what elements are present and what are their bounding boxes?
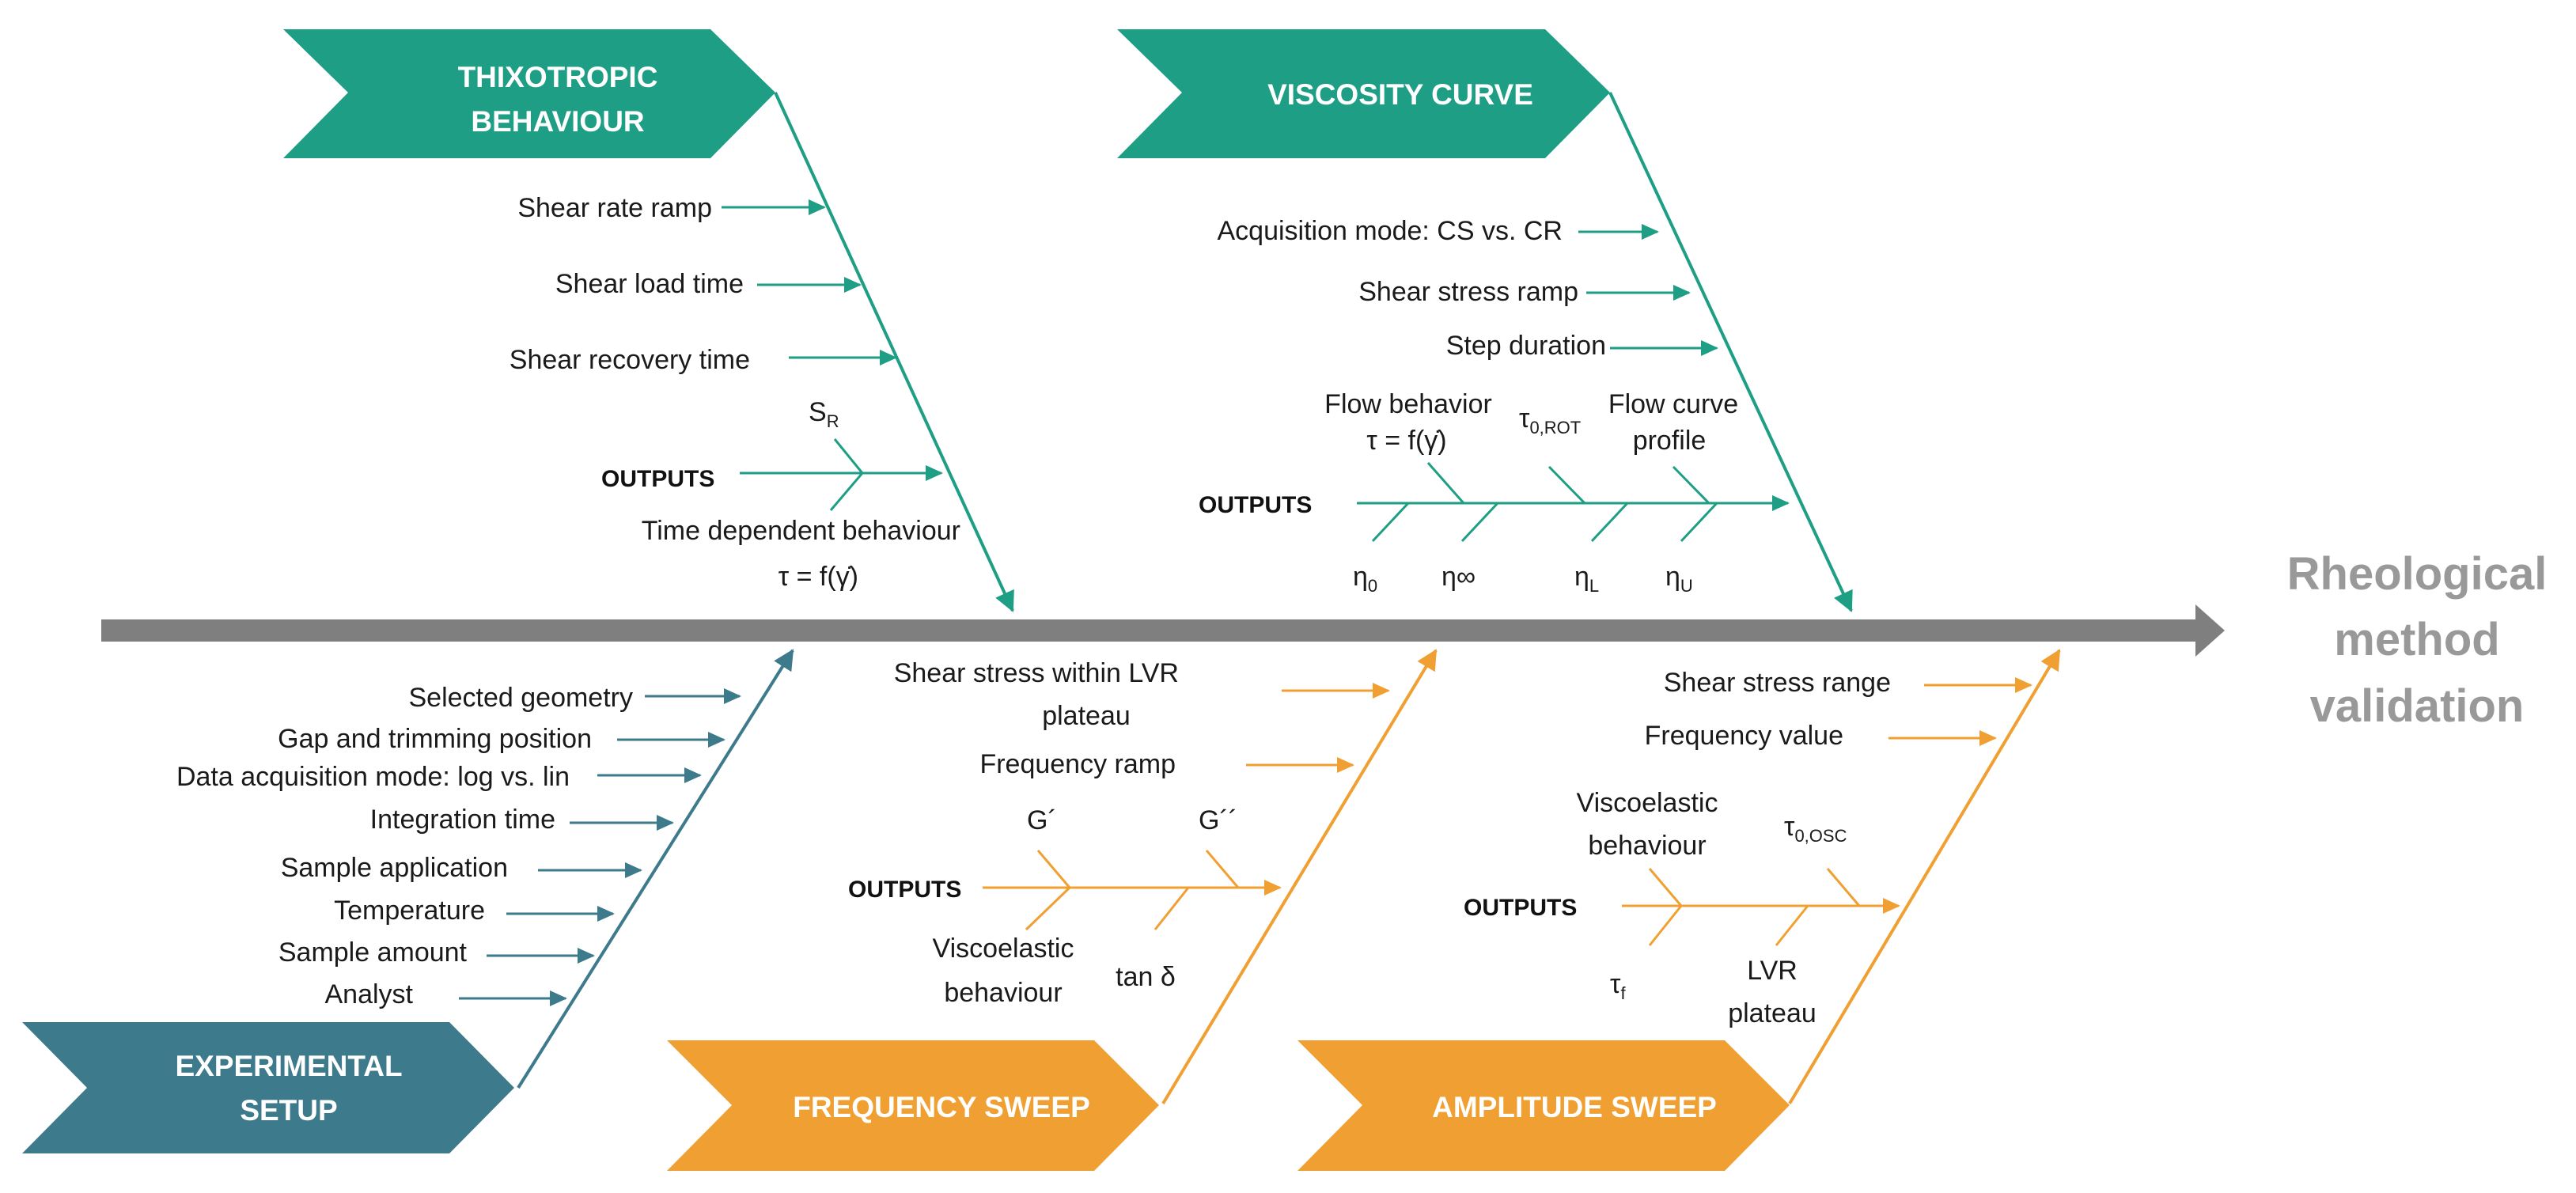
output-tick bbox=[1371, 502, 1410, 543]
cause-frequency-value: Frequency value bbox=[1645, 721, 1843, 751]
category-viscosity: VISCOSITY CURVE Acquisition mode: CS vs.… bbox=[1117, 29, 1853, 612]
output-tick bbox=[1672, 465, 1710, 505]
output-tick bbox=[833, 438, 864, 474]
thixotropic-header-shape bbox=[283, 29, 775, 158]
category-frequency: FREQUENCY SWEEP Shear stress within LVR … bbox=[667, 649, 1438, 1171]
output-sr: SR bbox=[809, 397, 839, 431]
category-experimental: EXPERIMENTAL SETUP Selected geometry Gap… bbox=[22, 649, 794, 1153]
cause-data-acquisition-mode: Data acquisition mode: log vs. lin bbox=[176, 762, 570, 792]
amplitude-header-shape bbox=[1297, 1040, 1790, 1171]
output-tick bbox=[1154, 887, 1190, 930]
frequency-outputs-label: OUTPUTS bbox=[848, 877, 961, 903]
svg-text:method: method bbox=[2334, 614, 2499, 665]
output-tan-delta: tan δ bbox=[1116, 962, 1176, 992]
output-flow-behavior: Flow behavior bbox=[1324, 389, 1492, 419]
cause-analyst: Analyst bbox=[325, 979, 414, 1009]
thixotropic-title-line1: THIXOTROPIC bbox=[458, 61, 658, 93]
output-lvr-plateau: LVR bbox=[1747, 956, 1798, 986]
output-tick bbox=[1025, 886, 1071, 931]
output-flow-curve-profile: Flow curve bbox=[1608, 389, 1738, 419]
cause-frequency-ramp: Frequency ramp bbox=[979, 749, 1176, 779]
viscosity-title: VISCOSITY CURVE bbox=[1267, 78, 1533, 111]
output-flow-behavior-eq: τ = f(γ̇) bbox=[1366, 426, 1446, 456]
cause-shear-stress-range: Shear stress range bbox=[1664, 668, 1891, 698]
output-lvr-plateau-2: plateau bbox=[1728, 998, 1816, 1028]
cause-gap-trimming: Gap and trimming position bbox=[278, 724, 592, 754]
cause-selected-geometry: Selected geometry bbox=[409, 683, 634, 713]
cause-sample-amount: Sample amount bbox=[278, 937, 468, 968]
output-viscoelastic-behaviour: Viscoelastic bbox=[933, 934, 1074, 964]
output-tick bbox=[1680, 502, 1718, 543]
output-eta-l: ηL bbox=[1574, 562, 1599, 596]
cause-sample-application: Sample application bbox=[281, 853, 508, 883]
cause-shear-load-time: Shear load time bbox=[555, 269, 744, 299]
output-tau-osc: τ0,OSC bbox=[1784, 812, 1847, 846]
output-tick bbox=[829, 472, 864, 511]
output-flow-curve-profile-2: profile bbox=[1633, 426, 1707, 456]
amplitude-outputs-label: OUTPUTS bbox=[1464, 895, 1577, 921]
output-eta-inf: η∞ bbox=[1441, 562, 1476, 592]
output-tau-f: τf bbox=[1610, 969, 1626, 1003]
frequency-title: FREQUENCY SWEEP bbox=[793, 1091, 1090, 1123]
output-viscoelastic-behaviour: Viscoelastic bbox=[1577, 788, 1718, 818]
output-g-prime: G´ bbox=[1027, 805, 1057, 835]
output-eta-0: η0 bbox=[1353, 562, 1377, 596]
svg-text:Rheological: Rheological bbox=[2287, 548, 2548, 600]
cause-shear-stress-lvr-2: plateau bbox=[1042, 701, 1131, 731]
experimental-bone bbox=[517, 649, 794, 1089]
thixotropic-title-line2: BEHAVIOUR bbox=[471, 105, 644, 138]
cause-shear-rate-ramp: Shear rate ramp bbox=[517, 193, 712, 223]
output-tick bbox=[1426, 462, 1465, 504]
output-tick bbox=[1648, 905, 1683, 946]
output-tick bbox=[1648, 868, 1683, 907]
output-viscoelastic-behaviour-2: behaviour bbox=[944, 978, 1062, 1008]
cause-integration-time: Integration time bbox=[370, 805, 555, 835]
output-tick bbox=[1590, 502, 1629, 543]
main-spine bbox=[101, 604, 2225, 657]
output-time-dependent: Time dependent behaviour bbox=[642, 516, 960, 546]
category-amplitude: AMPLITUDE SWEEP Shear stress range Frequ… bbox=[1297, 649, 2061, 1171]
viscosity-outputs-label: OUTPUTS bbox=[1199, 492, 1312, 518]
thixotropic-outputs-label: OUTPUTS bbox=[601, 466, 714, 492]
output-viscoelastic-behaviour-2: behaviour bbox=[1588, 831, 1706, 861]
svg-text:validation: validation bbox=[2310, 680, 2525, 732]
output-time-dependent-eq: τ = f(γ̇) bbox=[778, 562, 858, 592]
output-g-double-prime: G´´ bbox=[1199, 805, 1237, 835]
output-tick bbox=[1205, 850, 1240, 888]
output-tick bbox=[1547, 465, 1586, 505]
output-tick bbox=[1775, 905, 1809, 946]
experimental-title-line1: EXPERIMENTAL bbox=[175, 1050, 402, 1082]
frequency-header-shape bbox=[667, 1040, 1159, 1171]
output-eta-u: ηU bbox=[1665, 562, 1693, 596]
cause-acquisition-mode: Acquisition mode: CS vs. CR bbox=[1218, 216, 1563, 246]
category-thixotropic: THIXOTROPIC BEHAVIOUR Shear rate ramp Sh… bbox=[283, 29, 1014, 612]
experimental-header-shape bbox=[22, 1022, 514, 1153]
result-label: Rheological method validation bbox=[2287, 548, 2548, 732]
output-tick bbox=[1036, 850, 1071, 888]
cause-shear-stress-lvr: Shear stress within LVR bbox=[894, 658, 1179, 688]
viscosity-bone bbox=[1608, 92, 1853, 612]
amplitude-bone bbox=[1788, 649, 2061, 1105]
cause-shear-recovery-time: Shear recovery time bbox=[510, 345, 750, 375]
output-tau-rot: τ0,ROT bbox=[1519, 403, 1581, 437]
experimental-title-line2: SETUP bbox=[240, 1094, 337, 1127]
cause-step-duration: Step duration bbox=[1446, 331, 1606, 361]
frequency-bone bbox=[1161, 649, 1438, 1105]
output-tick bbox=[1460, 502, 1499, 543]
cause-shear-stress-ramp: Shear stress ramp bbox=[1358, 277, 1578, 307]
output-tick bbox=[1826, 868, 1861, 907]
viscosity-header-shape bbox=[1117, 29, 1610, 158]
cause-temperature: Temperature bbox=[334, 896, 485, 926]
amplitude-title: AMPLITUDE SWEEP bbox=[1432, 1091, 1717, 1123]
